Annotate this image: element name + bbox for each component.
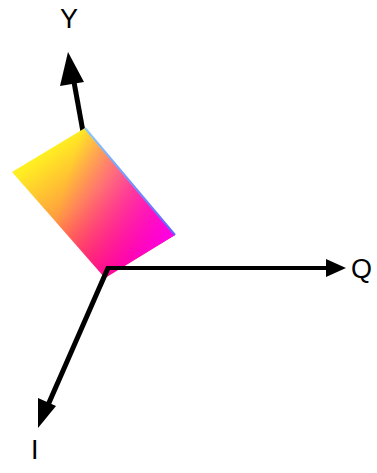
i-arrowhead bbox=[38, 398, 56, 428]
color-gamut bbox=[12, 128, 175, 278]
axis-label: Q bbox=[351, 256, 372, 283]
y-arrowhead bbox=[60, 52, 84, 86]
gamut-edge bbox=[85, 128, 175, 235]
i-axis bbox=[48, 268, 108, 405]
color-gamut-shade bbox=[12, 128, 175, 278]
q-axis bbox=[106, 266, 330, 270]
axis-label: I bbox=[31, 437, 39, 464]
axis-label: Y bbox=[60, 6, 78, 33]
q-arrowhead bbox=[326, 259, 346, 277]
